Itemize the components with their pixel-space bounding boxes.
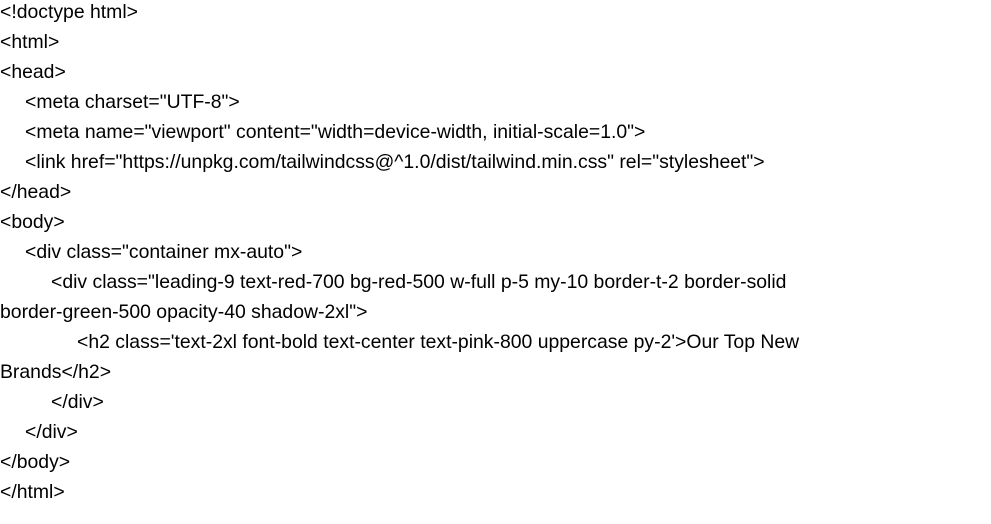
code-line-head-close: </head>: [0, 181, 72, 203]
code-line-inner-div-close: </div>: [51, 391, 104, 413]
code-line-h2-cont: Brands</h2>: [0, 361, 112, 383]
code-line-container-div: <div class="container mx-auto">: [25, 241, 303, 263]
code-line-html-close: </html>: [0, 481, 65, 503]
code-line-link-stylesheet: <link href="https://unpkg.com/tailwindcs…: [25, 151, 765, 173]
code-line-body-close: </body>: [0, 451, 71, 473]
code-line-container-close: </div>: [25, 421, 78, 443]
code-line-head-open: <head>: [0, 61, 66, 83]
code-line-meta-charset: <meta charset="UTF-8">: [25, 91, 240, 113]
code-line-doctype: <!doctype html>: [0, 1, 138, 23]
code-line-inner-div-cont: border-green-500 opacity-40 shadow-2xl">: [0, 301, 368, 323]
code-line-html-open: <html>: [0, 31, 60, 53]
code-line-inner-div: <div class="leading-9 text-red-700 bg-re…: [51, 271, 787, 293]
code-line-h2: <h2 class='text-2xl font-bold text-cente…: [77, 331, 800, 353]
code-line-body-open: <body>: [0, 211, 65, 233]
code-line-meta-viewport: <meta name="viewport" content="width=dev…: [25, 121, 646, 143]
